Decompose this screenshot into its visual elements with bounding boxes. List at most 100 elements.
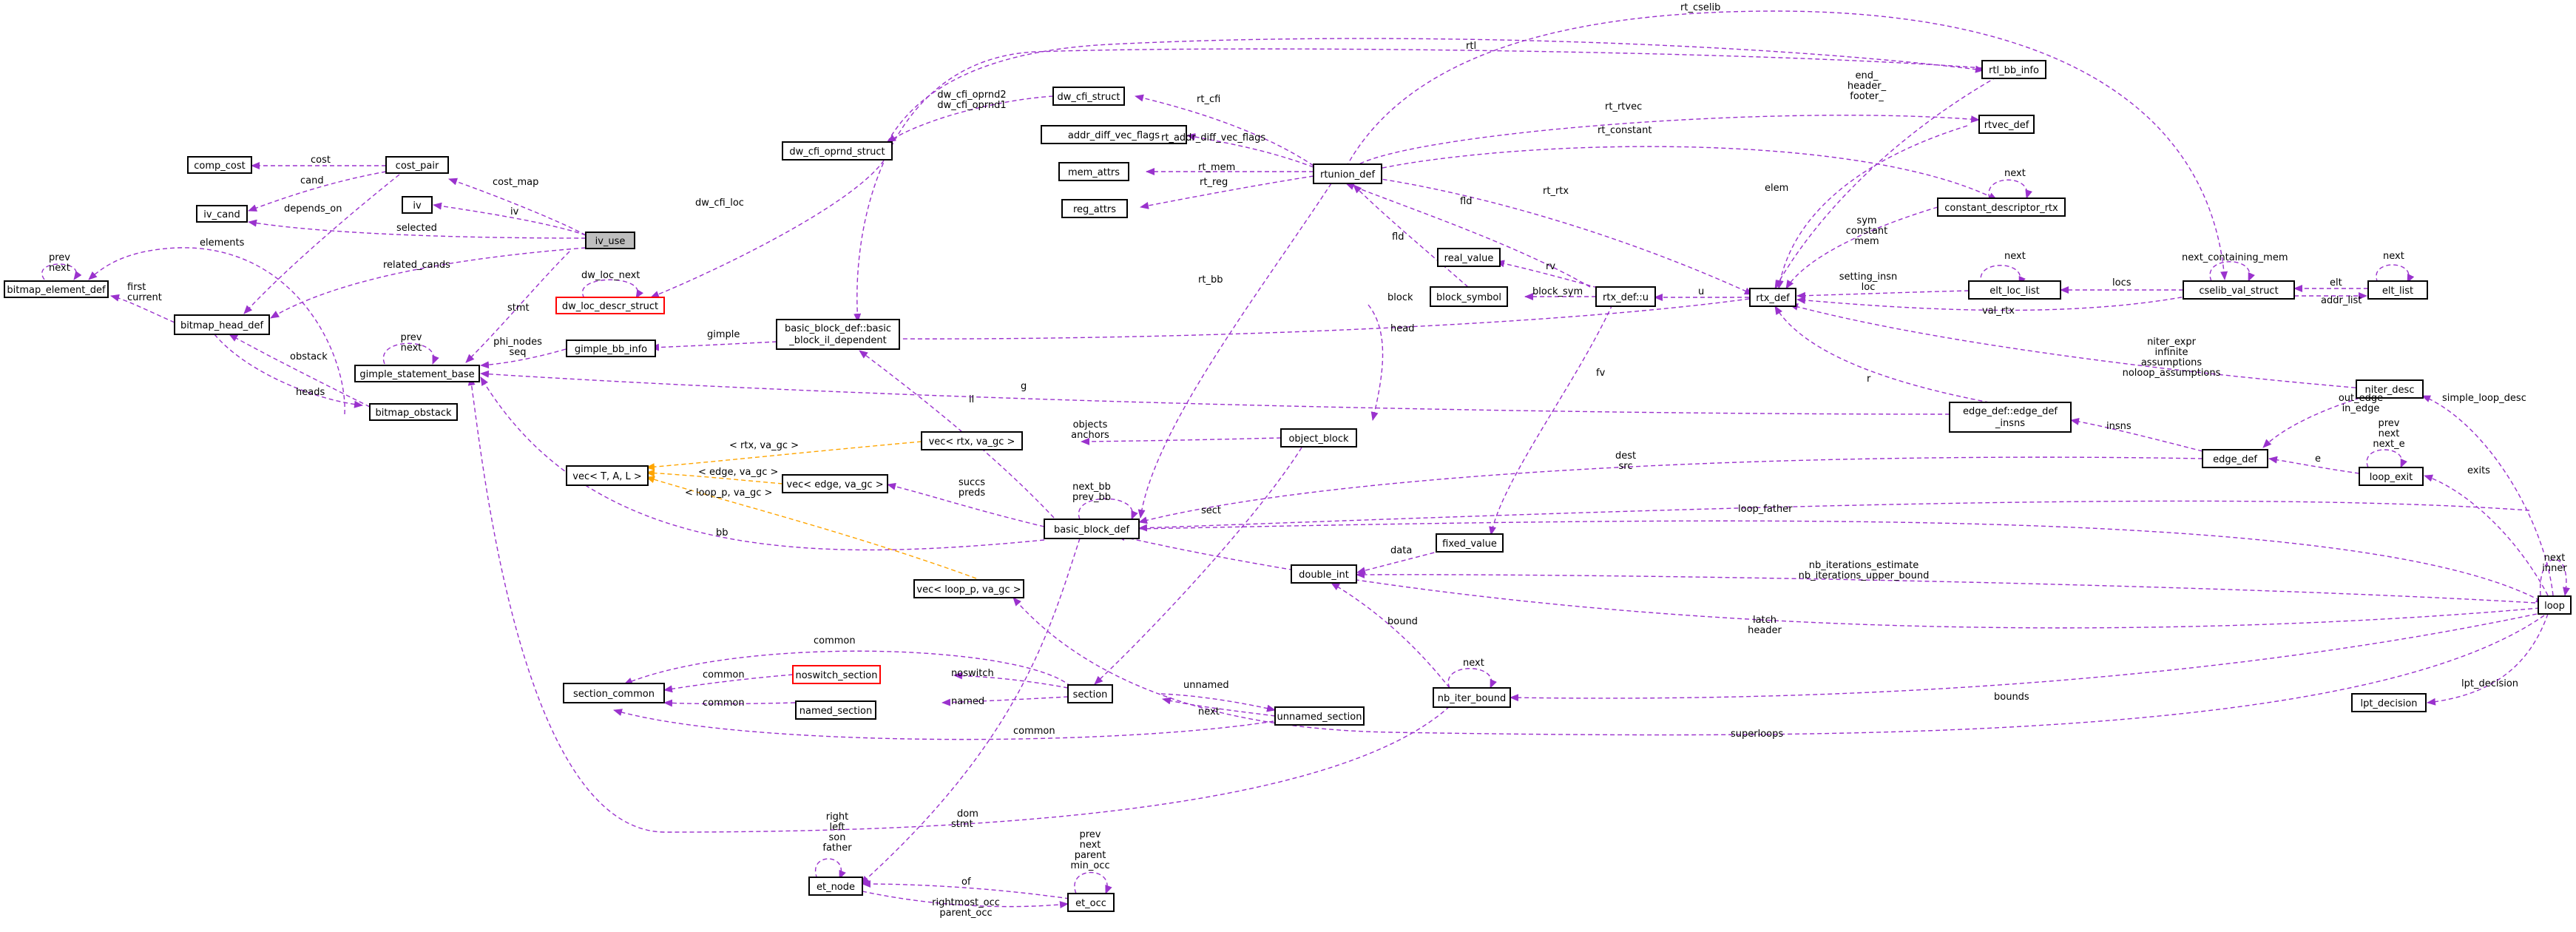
node-bitmap-element-def[interactable]: bitmap_element_def: [4, 280, 109, 298]
lbl-g: g: [1021, 381, 1027, 392]
node-iv-cand[interactable]: iv_cand: [196, 205, 248, 223]
lbl-obstack: obstack: [290, 351, 328, 362]
lbl-line: nb_iterations_upper_bound: [1799, 570, 1930, 581]
node-elt-loc-list[interactable]: elt_loc_list: [1968, 280, 2061, 300]
lbl-block-sym: block_sym: [1532, 286, 1583, 297]
node-rtl-bb-info[interactable]: rtl_bb_info: [1981, 60, 2046, 79]
node-named-section[interactable]: named_section: [795, 700, 876, 720]
edge-et-node-self: [815, 858, 846, 879]
node-unnamed-section[interactable]: unnamed_section: [1274, 706, 1365, 726]
node-elt-list[interactable]: elt_list: [2367, 280, 2428, 300]
node-cost-pair[interactable]: cost_pair: [385, 156, 449, 174]
node-object-block[interactable]: object_block: [1280, 428, 1357, 448]
nodes-layer: iv_use cost_pair comp_cost iv iv_cand bi…: [4, 60, 2572, 912]
node-bitmap-head-def[interactable]: bitmap_head_def: [174, 314, 270, 335]
node-et-node[interactable]: et_node: [808, 877, 863, 896]
node-dw-cfi-struct[interactable]: dw_cfi_struct: [1052, 87, 1125, 106]
lbl-cost-map: cost_map: [493, 177, 538, 188]
node-comp-cost[interactable]: comp_cost: [187, 156, 252, 174]
node-noswitch-section[interactable]: noswitch_section: [792, 665, 881, 684]
node-gimple-bb-info[interactable]: gimple_bb_info: [566, 340, 656, 357]
svg-text:nb_iter_bound: nb_iter_bound: [1438, 693, 1506, 704]
edge-loop-to-basic-block-latch: [1116, 533, 2540, 629]
svg-text:iv: iv: [413, 200, 422, 212]
node-vec-edge[interactable]: vec< edge, va_gc >: [782, 474, 888, 493]
svg-text:named_section: named_section: [799, 706, 872, 717]
lbl-superloops: superloops: [1731, 729, 1783, 740]
lbl-named: named: [951, 696, 984, 707]
edge-bitmap-element-to-obstack: [88, 247, 345, 415]
lbl-bounds: bounds: [1994, 692, 2029, 703]
node-section[interactable]: section: [1067, 684, 1113, 703]
svg-text:dw_loc_descr_struct: dw_loc_descr_struct: [562, 301, 658, 312]
lbl-line: next_e: [2373, 439, 2404, 450]
node-iv[interactable]: iv: [402, 196, 433, 214]
node-nb-iter-bound[interactable]: nb_iter_bound: [1433, 687, 1511, 708]
node-block-symbol[interactable]: block_symbol: [1430, 286, 1508, 307]
node-edge-def[interactable]: edge_def: [2202, 449, 2268, 468]
node-mem-attrs[interactable]: mem_attrs: [1058, 162, 1129, 181]
node-basic-block-def[interactable]: basic_block_def: [1044, 519, 1140, 539]
svg-text:edge_def: edge_def: [2213, 454, 2257, 465]
node-vec-t[interactable]: vec< T, A, L >: [566, 465, 649, 486]
node-loop[interactable]: loop: [2538, 595, 2572, 615]
edge-basic-block-to-loop: [1138, 520, 2545, 604]
node-section-common[interactable]: section_common: [563, 683, 665, 703]
lbl-line: next: [401, 342, 422, 354]
edge-basic-block-to-il: [859, 350, 1055, 519]
lbl-noswitch: noswitch: [951, 668, 994, 679]
svg-text:bitmap_obstack: bitmap_obstack: [375, 408, 452, 419]
node-edge-def-insns[interactable]: edge_def::edge_def_insns: [1949, 402, 2072, 433]
node-vec-rtx[interactable]: vec< rtx, va_gc >: [921, 431, 1023, 450]
lbl-rt-constant: rt_constant: [1598, 125, 1652, 136]
lbl-line: dw_cfi_oprnd2: [937, 90, 1006, 101]
node-dw-loc-descr-struct[interactable]: dw_loc_descr_struct: [555, 297, 665, 314]
node-reg-attrs[interactable]: reg_attrs: [1061, 199, 1128, 218]
edge-dw-loc-self: [581, 279, 643, 299]
node-rtx-def-u[interactable]: rtx_def::u: [1595, 286, 1656, 307]
node-gimple-statement-base[interactable]: gimple_statement_base: [354, 365, 480, 382]
lbl-line: sym: [1856, 215, 1876, 226]
node-iv-use[interactable]: iv_use: [585, 232, 635, 249]
svg-text:gimple_bb_info: gimple_bb_info: [575, 344, 647, 355]
node-rtx-def[interactable]: rtx_def: [1749, 288, 1796, 307]
node-rtvec-def[interactable]: rtvec_def: [1978, 115, 2035, 134]
edge-basic-block-to-section: [1094, 447, 1302, 685]
lbl-line: dest: [1615, 450, 1636, 462]
lbl-line: constant: [1846, 226, 1888, 237]
node-cselib-val-struct[interactable]: cselib_val_struct: [2183, 280, 2295, 300]
node-et-occ[interactable]: et_occ: [1067, 893, 1115, 912]
node-rtunion-def[interactable]: rtunion_def: [1313, 163, 1382, 184]
svg-text:vec< loop_p, va_gc >: vec< loop_p, va_gc >: [916, 584, 1021, 595]
node-bitmap-obstack[interactable]: bitmap_obstack: [369, 403, 458, 421]
edge-dw-cfi-struct-to-oprnd: [887, 95, 1054, 143]
node-real-value[interactable]: real_value: [1437, 248, 1501, 267]
node-double-int[interactable]: double_int: [1291, 564, 1357, 584]
lbl-line: rightmost_occ: [932, 897, 1000, 908]
edge-loop-exit-self: [2366, 449, 2407, 468]
edge-object-block-to-vec-rtx: [1081, 437, 1282, 445]
lbl-line: loc: [1862, 282, 1876, 293]
node-constant-descriptor-rtx[interactable]: constant_descriptor_rtx: [1937, 197, 2066, 217]
svg-text:loop_exit: loop_exit: [2370, 472, 2413, 483]
node-dw-cfi-oprnd-struct[interactable]: dw_cfi_oprnd_struct: [782, 141, 893, 161]
edge-noswitch-to-section-common: [663, 674, 794, 693]
node-loop-exit[interactable]: loop_exit: [2359, 467, 2424, 486]
node-addr-diff-vec-flags[interactable]: addr_diff_vec_flags: [1041, 125, 1187, 144]
edge-loop-to-double-int: [1356, 570, 2536, 604]
node-basic-block-def-il[interactable]: basic_block_def::basic_block_il_dependen…: [776, 319, 900, 350]
svg-text:comp_cost: comp_cost: [194, 161, 246, 172]
node-fixed-value[interactable]: fixed_value: [1436, 533, 1504, 553]
lbl-end-header-footer: end_header_footer_: [1848, 70, 1887, 102]
node-vec-loop[interactable]: vec< loop_p, va_gc >: [913, 579, 1024, 598]
lbl-line: latch: [1753, 615, 1777, 626]
node-niter-desc[interactable]: niter_desc: [2356, 379, 2424, 399]
node-lpt-decision[interactable]: lpt_decision: [2351, 693, 2427, 712]
edge-et-occ-self: [1074, 871, 1112, 894]
svg-text:iv_cand: iv_cand: [203, 209, 240, 220]
edge-rtl-bb-info-to-il: [853, 48, 1983, 323]
